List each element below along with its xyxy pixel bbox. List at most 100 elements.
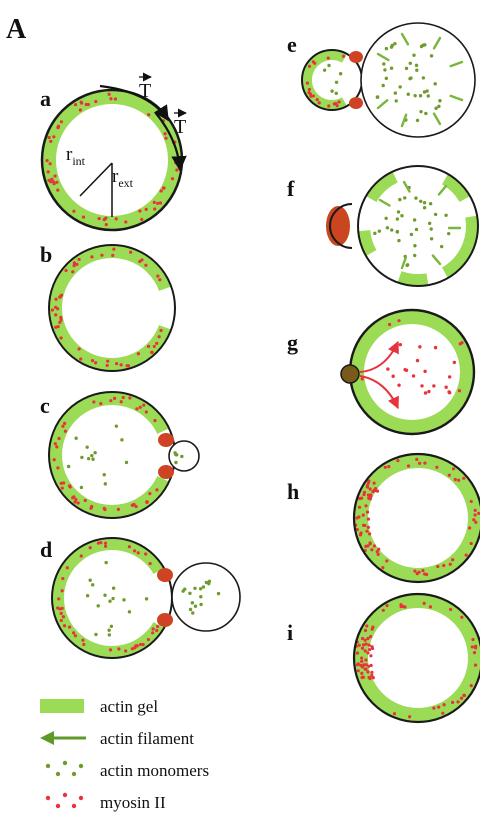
panel-label: A [6, 14, 27, 45]
stage-label-a: a [40, 86, 51, 111]
actin-monomer [188, 592, 191, 595]
actin-monomer [397, 239, 400, 242]
myosin-dot [448, 474, 451, 477]
myosin-dot [147, 113, 150, 116]
actin-monomer [217, 592, 220, 595]
actin-monomer [85, 445, 88, 448]
actin-monomer [428, 222, 431, 225]
actin-monomer [91, 458, 94, 461]
stage-label-b: b [40, 242, 52, 267]
actin-monomer [390, 45, 393, 48]
myosin-dot [60, 294, 63, 297]
actin-monomer [413, 218, 416, 221]
myosin-dot [61, 577, 64, 580]
actin-monomer [400, 214, 403, 217]
myosin-dot [442, 703, 445, 706]
myosin-dot [145, 410, 148, 413]
myosin-dot [442, 564, 445, 567]
myosin-dot [360, 101, 363, 104]
myosin-dot [364, 649, 367, 652]
actin-monomer [115, 424, 118, 427]
actin-monomer [409, 62, 412, 65]
myosin-dot [474, 509, 477, 512]
actin-monomer [413, 254, 416, 257]
myosin-dot [47, 179, 50, 182]
myosin-dot [61, 607, 64, 610]
legend-arrow-icon [40, 731, 86, 745]
myosin-dot [366, 544, 369, 547]
myosin-dot [364, 629, 367, 632]
myosin-dot [357, 662, 360, 665]
actin-monomer [373, 232, 376, 235]
myosin-dot [308, 65, 311, 68]
actin-monomer [447, 232, 450, 235]
actin-monomer [415, 69, 418, 72]
myosin-dot [364, 504, 367, 507]
legend-myosin-dots [46, 793, 83, 808]
myosin-dot [367, 676, 370, 679]
myosin-dot [448, 375, 451, 378]
actin-monomer [390, 67, 393, 70]
myosin-dot [405, 369, 408, 372]
actin-monomer [80, 486, 83, 489]
myosin-dot [103, 508, 106, 511]
actin-monomer [180, 455, 183, 458]
myosin-dot [351, 58, 354, 61]
myosin-dot [473, 651, 476, 654]
actin-monomer [108, 599, 111, 602]
myosin-dot [60, 619, 63, 622]
myosin-dot [449, 563, 452, 566]
myosin-dot [135, 505, 138, 508]
myosin-dot [460, 697, 463, 700]
actin-monomer [191, 601, 194, 604]
myosin-dot [364, 639, 367, 642]
myosin-dot [158, 335, 161, 338]
myosin-dot [152, 627, 155, 630]
myosin-dot [370, 664, 373, 667]
myosin-dot [377, 553, 380, 556]
myosin-dot [62, 615, 65, 618]
myosin-dot [312, 94, 315, 97]
myosin-dot [397, 384, 400, 387]
myosin-dot [49, 140, 52, 143]
actin-monomer [386, 226, 389, 229]
legend-label-actin-gel: actin gel [100, 697, 158, 716]
actin-monomer [398, 198, 401, 201]
myosin-dot [131, 504, 134, 507]
myosin-dot [137, 352, 140, 355]
myosin-dot [377, 548, 380, 551]
actin-monomer [407, 93, 410, 96]
actin-monomer [390, 228, 393, 231]
myosin-dot [373, 544, 376, 547]
myosin-dot [408, 715, 411, 718]
myosin-dot [104, 216, 107, 219]
myosin-dot [423, 572, 426, 575]
myosin-dot [106, 360, 109, 363]
actin-monomer [207, 582, 210, 585]
cell-stage-i [354, 594, 480, 722]
cell-stage-f [326, 166, 478, 286]
stage-label-i: i [287, 620, 293, 645]
myosin-dot [437, 706, 440, 709]
myosin-dot [436, 565, 439, 568]
myosin-dot [57, 597, 60, 600]
myosin-dot [148, 492, 151, 495]
myosin-dot [462, 477, 465, 480]
actin-gel-layer [361, 601, 475, 715]
actin-monomer [110, 625, 113, 628]
myosin-dot [137, 551, 140, 554]
myosin-dot [358, 497, 361, 500]
myosin-dot [61, 487, 64, 490]
actin-monomer [429, 227, 432, 230]
myosin-dot [63, 422, 66, 425]
myosin-dot [127, 364, 130, 367]
myosin-dot [367, 517, 370, 520]
myosin-dot [174, 161, 177, 164]
actin-monomer [145, 597, 148, 600]
myosin-dot [459, 342, 462, 345]
myosin-dot [165, 471, 168, 474]
myosin-dot [365, 643, 368, 646]
r-ext-label: rext [112, 166, 134, 190]
myosin-dot [120, 363, 123, 366]
tension-label-1: T [139, 80, 151, 102]
